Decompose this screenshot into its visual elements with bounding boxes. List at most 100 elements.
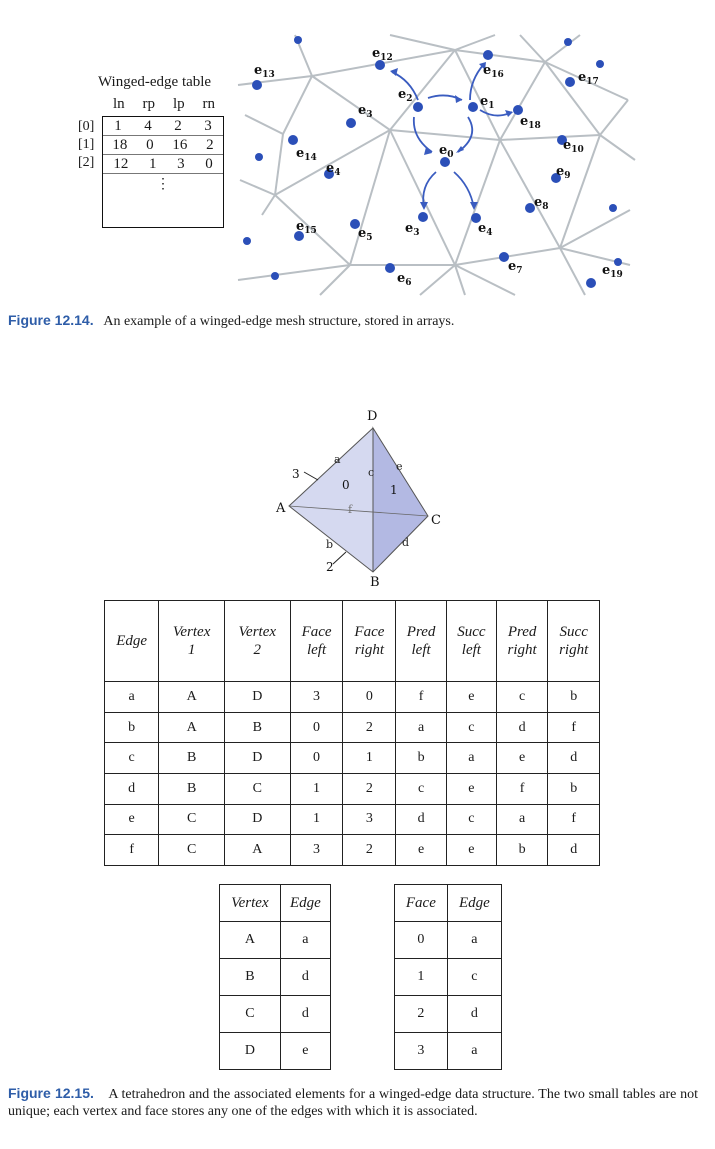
edge-label: e10 [563, 138, 584, 155]
table-cell: e [279, 1032, 332, 1070]
table-cell: B [158, 742, 225, 775]
row-index: [0] [78, 119, 95, 134]
table-cell: e [445, 681, 497, 713]
table-cell: D [219, 1032, 281, 1070]
table-cell: b [547, 681, 600, 713]
tetrahedron-diagram: D A B C a b c d e f 0 1 2 3 [275, 409, 441, 590]
table-cell: 0 [289, 711, 344, 744]
table-cell: A [219, 921, 281, 959]
caption-label: Figure 12.14. [8, 312, 94, 328]
caption-label: Figure 12.15. [8, 1085, 94, 1101]
table-cell: B [219, 958, 281, 996]
table-cell: e [395, 834, 447, 866]
winged-edge-mesh-figure: e13 e12 e2 e16 e1 e17 e3 e18 e14 e0 e10 … [237, 34, 636, 296]
table-cell: d [547, 834, 600, 866]
edge-label: e7 [508, 259, 523, 276]
mesh-lines [237, 34, 636, 296]
table-cell: e [103, 803, 160, 836]
edge-label: e9 [556, 164, 571, 181]
row-index: [2] [78, 155, 95, 170]
figure-12-14-caption: Figure 12.14. An example of a winged-edg… [8, 312, 698, 330]
face-3: 3 [292, 467, 300, 481]
header-edge: Edge [279, 884, 332, 922]
figure-12-15-caption: Figure 12.15. A tetrahedron and the asso… [8, 1085, 698, 1120]
table-cell: c [395, 773, 447, 805]
table-cell: C [223, 773, 291, 805]
table-cell: f [547, 803, 600, 836]
table-cell: A [158, 681, 225, 713]
face-2: 2 [326, 560, 334, 574]
table-cell: d [446, 995, 503, 1033]
col-lp: lp [172, 96, 185, 112]
edge-label: e1 [480, 94, 495, 111]
table-cell: b [103, 711, 160, 744]
table-cell: 3 [394, 1032, 448, 1070]
edge-label: e4 [478, 221, 493, 238]
edge-label: e15 [296, 219, 317, 236]
table-cell: 1 [394, 958, 448, 996]
winged-edge-table-header: ln rp lp rn [104, 96, 224, 113]
table-cell: C [158, 803, 225, 836]
table-row: 18 0 16 2 [103, 136, 223, 155]
edge-label: e6 [397, 271, 412, 288]
table-cell: d [495, 711, 549, 744]
table-cell: 1 [289, 773, 344, 805]
table-cell: c [103, 742, 160, 775]
table-cell: d [279, 958, 332, 996]
table-cell: e [445, 773, 497, 805]
table-cell: f [103, 834, 160, 866]
cell: 2 [206, 137, 214, 153]
header-edge: Edge [103, 599, 160, 683]
table-cell: a [495, 803, 549, 836]
edge-label: e3 [405, 221, 420, 238]
cell: 1 [148, 156, 157, 172]
table-cell: 3 [289, 834, 344, 866]
table-cell: 0 [394, 921, 448, 959]
table-cell: a [446, 921, 503, 959]
table-cell: 1 [342, 742, 397, 775]
col-rn: rn [202, 96, 216, 112]
table-cell: f [395, 681, 447, 713]
cell: 0 [146, 137, 154, 153]
table-row: 12 1 3 0 [103, 155, 223, 174]
edge-e: e [396, 460, 403, 473]
edge-a: a [334, 453, 341, 466]
face-1: 1 [390, 483, 398, 497]
cell: 16 [172, 137, 188, 153]
cell: 4 [144, 118, 152, 134]
edge-label: e3 [358, 103, 373, 120]
row-index: [1] [78, 137, 95, 152]
table-cell: b [395, 742, 447, 775]
cell: 12 [113, 156, 129, 172]
edge-label: e5 [358, 226, 373, 243]
header-face: Face [394, 884, 448, 922]
table-cell: B [223, 711, 291, 744]
caption-text: An example of a winged-edge mesh structu… [103, 314, 455, 329]
table-cell: 2 [342, 711, 397, 744]
col-rp: rp [142, 96, 156, 112]
ellipsis: ⋮ [156, 176, 170, 192]
table-cell: d [395, 803, 447, 836]
table-cell: e [495, 742, 549, 775]
edge-b: b [326, 538, 333, 551]
cell: 2 [174, 118, 182, 134]
vertex-B: B [370, 575, 380, 590]
table-row: 1 4 2 3 [103, 117, 223, 136]
table-cell: d [279, 995, 332, 1033]
vertex-D: D [367, 409, 377, 424]
